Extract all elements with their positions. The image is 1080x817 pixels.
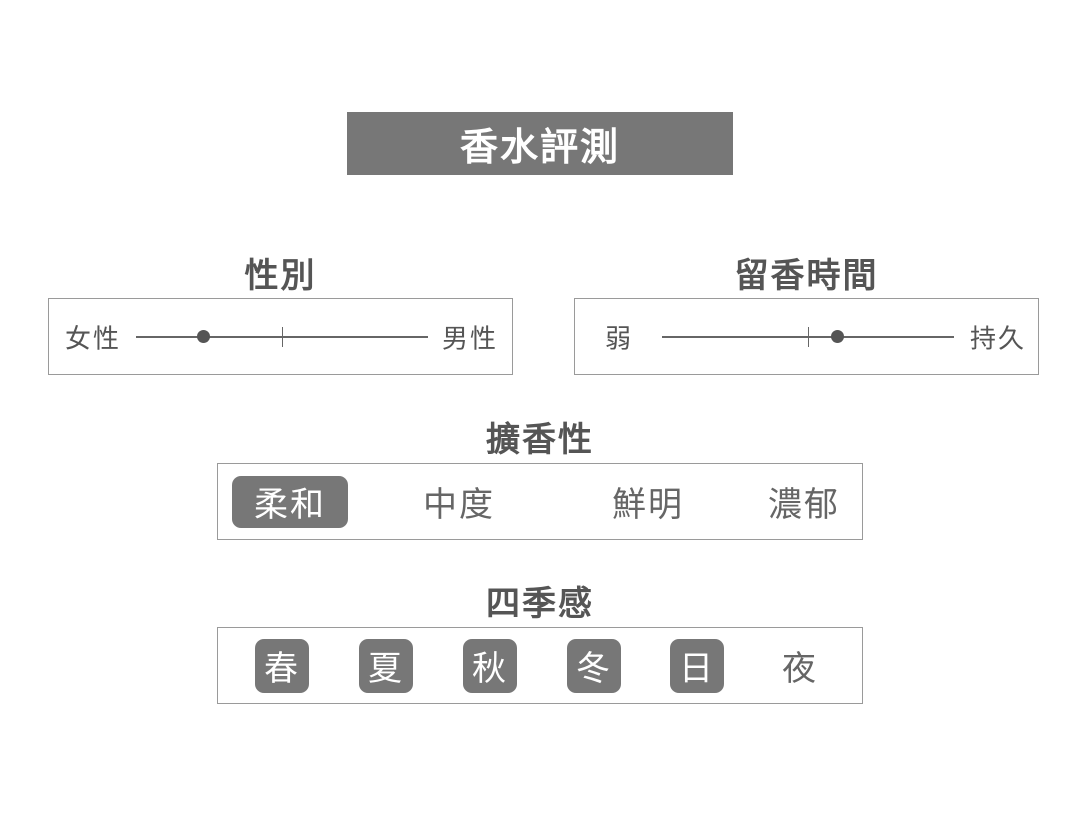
seasons-options-box: 春 夏 秋 冬 日 夜 [217,627,863,704]
longevity-right-label: 持久 [969,324,1026,354]
sillage-option-heavy[interactable]: 濃郁 [768,485,840,525]
longevity-slider-handle[interactable] [831,329,845,343]
longevity-heading: 留香時間 [734,256,879,296]
sillage-option-moderate[interactable]: 中度 [423,485,495,525]
gender-slider-handle[interactable] [197,329,211,343]
season-option-autumn[interactable]: 秋 [463,638,517,693]
season-option-winter[interactable]: 冬 [567,638,621,693]
gender-slider-box: 女性 男性 [48,298,513,375]
gender-right-label: 男性 [441,324,498,354]
sillage-heading: 擴香性 [486,420,594,460]
season-option-spring[interactable]: 春 [255,638,309,693]
page-title: 香水評測 [347,112,733,175]
sillage-option-soft[interactable]: 柔和 [232,475,348,528]
longevity-slider-midpoint [808,326,809,347]
seasons-heading: 四季感 [486,584,594,624]
longevity-left-label: 弱 [605,324,634,354]
sillage-options-box: 柔和 中度 鮮明 濃郁 [217,463,863,540]
season-option-summer[interactable]: 夏 [359,638,413,693]
longevity-slider-track[interactable] [662,326,954,347]
season-option-night[interactable]: 夜 [782,649,818,689]
season-option-day[interactable]: 日 [670,638,724,693]
sillage-option-strong[interactable]: 鮮明 [612,485,684,525]
gender-slider-track[interactable] [136,326,428,347]
gender-heading: 性別 [244,256,317,296]
longevity-slider-box: 弱 持久 [574,298,1039,375]
gender-slider-midpoint [282,326,283,347]
gender-left-label: 女性 [65,324,122,354]
